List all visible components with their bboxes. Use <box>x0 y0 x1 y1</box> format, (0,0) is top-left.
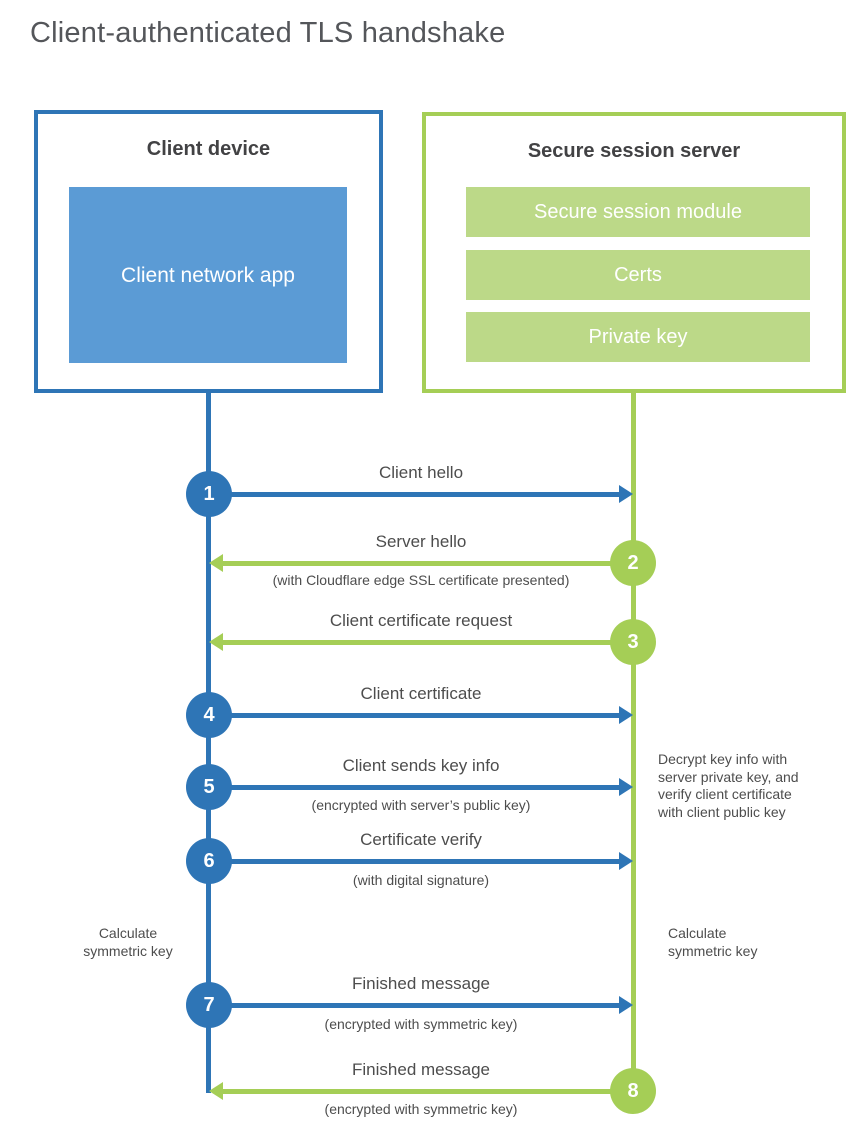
step-3-arrow <box>223 640 633 645</box>
server-certs-bar: Certs <box>466 250 810 300</box>
step-7-arrowhead-icon <box>619 996 633 1014</box>
server-private-key-label: Private key <box>588 325 688 348</box>
calc-symmetric-key-note-client: Calculate symmetric key <box>83 925 173 959</box>
step-6-label: Certificate verify <box>360 830 482 849</box>
step-1-arrowhead-icon <box>619 485 633 503</box>
decrypt-note: Decrypt key info with server private key… <box>658 751 799 820</box>
calc-symmetric-key-note-server: Calculate symmetric key <box>668 925 758 959</box>
step-2-arrowhead-icon <box>209 554 223 572</box>
step-1-arrow <box>209 492 621 497</box>
step-5-sublabel: (encrypted with server’s public key) <box>311 797 531 813</box>
step-4-label: Client certificate <box>360 684 482 703</box>
step-3-label: Client certificate request <box>329 611 513 630</box>
step-6-arrowhead-icon <box>619 852 633 870</box>
client-network-app-label: Client network app <box>121 263 295 287</box>
step-7-circle: 7 <box>186 982 232 1028</box>
server-private-key-bar: Private key <box>466 312 810 362</box>
step-5-label: Client sends key info <box>342 756 500 775</box>
step-6-arrow <box>209 859 621 864</box>
step-2-arrow <box>223 561 633 566</box>
step-8-label: Finished message <box>352 1060 490 1079</box>
step-2-label: Server hello <box>375 532 467 551</box>
client-device-box: Client device Client network app <box>34 110 383 393</box>
server-module-label: Secure session module <box>534 200 742 223</box>
server-box: Secure session server Secure session mod… <box>422 112 846 393</box>
server-module-bar: Secure session module <box>466 187 810 237</box>
step-4-arrow <box>209 713 621 718</box>
step-5-circle: 5 <box>186 764 232 810</box>
step-2-sublabel: (with Cloudflare edge SSL certificate pr… <box>272 572 570 588</box>
step-8-arrow <box>223 1089 633 1094</box>
step-5-arrowhead-icon <box>619 778 633 796</box>
step-5-arrow <box>209 785 621 790</box>
server-heading: Secure session server <box>527 140 741 162</box>
step-4-arrowhead-icon <box>619 706 633 724</box>
step-8-sublabel: (encrypted with symmetric key) <box>324 1101 518 1117</box>
client-lifeline <box>206 393 211 1093</box>
step-7-label: Finished message <box>352 974 490 993</box>
step-8-arrowhead-icon <box>209 1082 223 1100</box>
step-4-circle: 4 <box>186 692 232 738</box>
step-3-circle: 3 <box>610 619 656 665</box>
step-3-arrowhead-icon <box>209 633 223 651</box>
step-6-circle: 6 <box>186 838 232 884</box>
step-2-circle: 2 <box>610 540 656 586</box>
step-1-label: Client hello <box>378 463 464 482</box>
client-device-heading: Client device <box>146 138 271 160</box>
step-7-arrow <box>209 1003 621 1008</box>
client-network-app-box: Client network app <box>69 187 347 363</box>
step-8-circle: 8 <box>610 1068 656 1114</box>
step-6-sublabel: (with digital signature) <box>352 872 490 888</box>
server-certs-label: Certs <box>614 263 662 286</box>
step-1-circle: 1 <box>186 471 232 517</box>
server-lifeline <box>631 393 636 1093</box>
page-title: Client-authenticated TLS handshake <box>30 17 506 49</box>
step-7-sublabel: (encrypted with symmetric key) <box>324 1016 518 1032</box>
